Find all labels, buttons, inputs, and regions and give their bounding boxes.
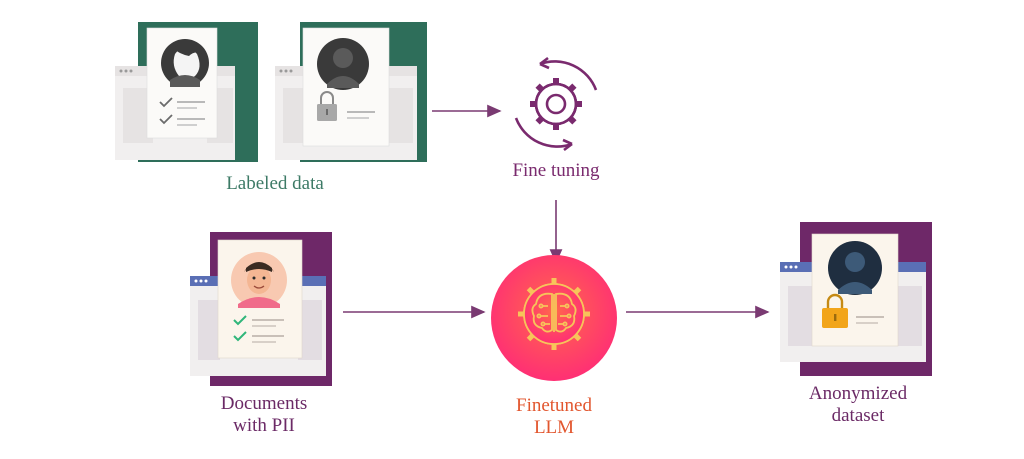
person-avatar-icon: [231, 252, 287, 308]
documents-label-line2: with PII: [233, 415, 295, 436]
checkmark-icon: [233, 315, 247, 342]
fine-tuning-label: Fine tuning: [512, 160, 600, 181]
gear-cycle-icon: [514, 56, 598, 152]
finetuned-llm-node: [490, 254, 618, 382]
anonymized-dataset-illustration: [778, 222, 938, 382]
anonymous-avatar-icon: [828, 241, 882, 295]
llm-label-line2: LLM: [533, 417, 575, 438]
checkmark-icon: [159, 97, 173, 125]
documents-label-line1: Documents: [220, 393, 308, 414]
llm-label-line1: Finetuned: [516, 395, 592, 416]
brain-gear-icon: [518, 278, 590, 350]
woman-avatar-icon: [161, 39, 209, 87]
fine-tuning-node: [500, 48, 612, 160]
anonymous-avatar-icon: [317, 38, 369, 90]
labeled-data-label: Labeled data: [226, 173, 324, 194]
labeled-data-illustration: [115, 18, 435, 168]
anonymized-label-line1: Anonymized: [808, 383, 908, 404]
documents-illustration: [188, 232, 338, 390]
anonymized-label-line2: dataset: [831, 405, 885, 426]
padlock-icon: [822, 293, 848, 328]
padlock-icon: [317, 91, 337, 121]
